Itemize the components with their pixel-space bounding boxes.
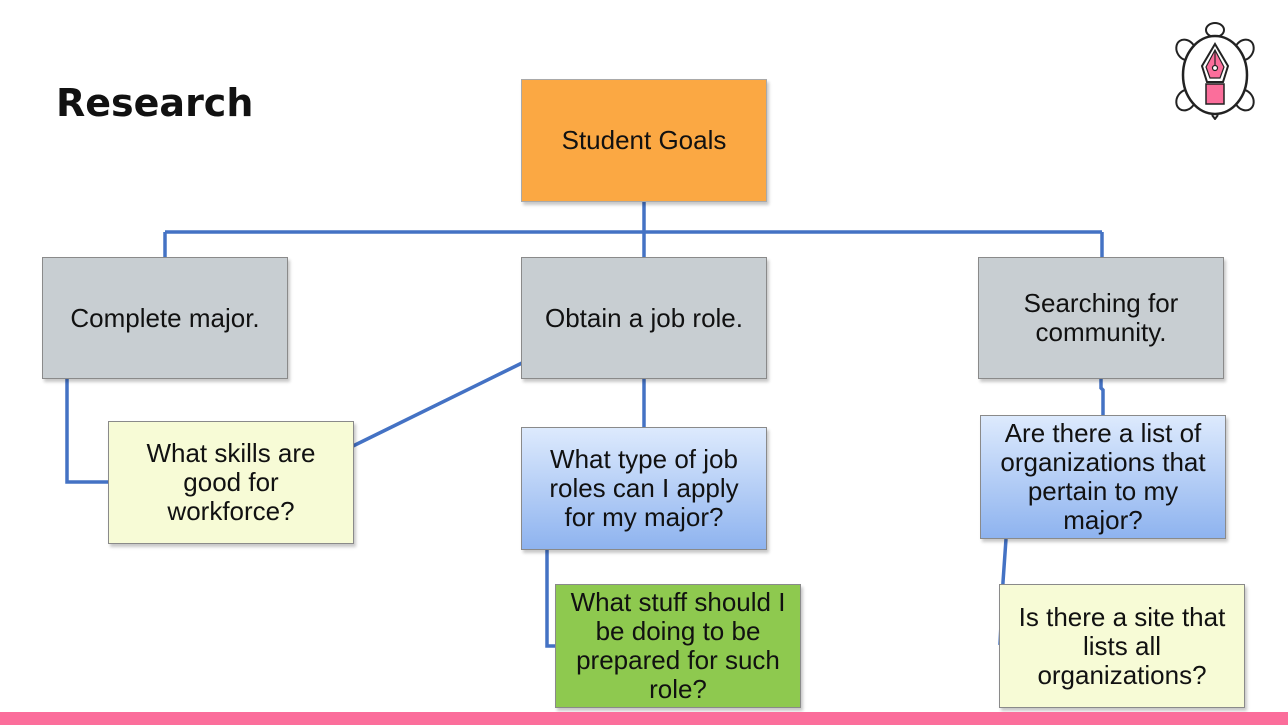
node-student-goals: Student Goals bbox=[521, 79, 767, 202]
node-prepared-role-label: What stuff should I be doing to be prepa… bbox=[570, 587, 786, 704]
node-job-roles-major-label: What type of job roles can I apply for m… bbox=[549, 444, 739, 532]
node-org-list-label: Are there a list of organizations that p… bbox=[1000, 418, 1206, 535]
node-org-list: Are there a list of organizations that p… bbox=[980, 415, 1226, 539]
node-complete-major-label: Complete major. bbox=[70, 302, 260, 333]
connector-jobrole-to-skills bbox=[352, 361, 523, 448]
node-student-goals-label: Student Goals bbox=[561, 125, 727, 155]
node-prepared-role: What stuff should I be doing to be prepa… bbox=[555, 584, 801, 708]
node-obtain-job-role: Obtain a job role. bbox=[521, 257, 767, 379]
node-complete-major: Complete major. bbox=[42, 257, 288, 379]
node-searching-community: Searching for community. bbox=[978, 257, 1224, 379]
slide-title: Research bbox=[56, 81, 254, 125]
bottom-accent-bar bbox=[0, 712, 1288, 725]
node-searching-community-label: Searching for community. bbox=[1023, 288, 1179, 347]
node-job-roles-major: What type of job roles can I apply for m… bbox=[521, 427, 767, 550]
node-site-orgs: Is there a site that lists all organizat… bbox=[999, 584, 1245, 708]
connector-major-to-skills bbox=[65, 379, 110, 484]
connector-community-to-orglist bbox=[1099, 379, 1105, 416]
node-site-orgs-label: Is there a site that lists all organizat… bbox=[1018, 601, 1226, 690]
turtle-pen-nib-logo-icon bbox=[1175, 22, 1255, 120]
connector-question-to-prepared bbox=[545, 550, 557, 648]
node-skills-workforce: What skills are good for workforce? bbox=[108, 421, 354, 544]
node-skills-workforce-label: What skills are good for workforce? bbox=[146, 438, 316, 526]
node-obtain-job-role-label: Obtain a job role. bbox=[544, 302, 743, 333]
